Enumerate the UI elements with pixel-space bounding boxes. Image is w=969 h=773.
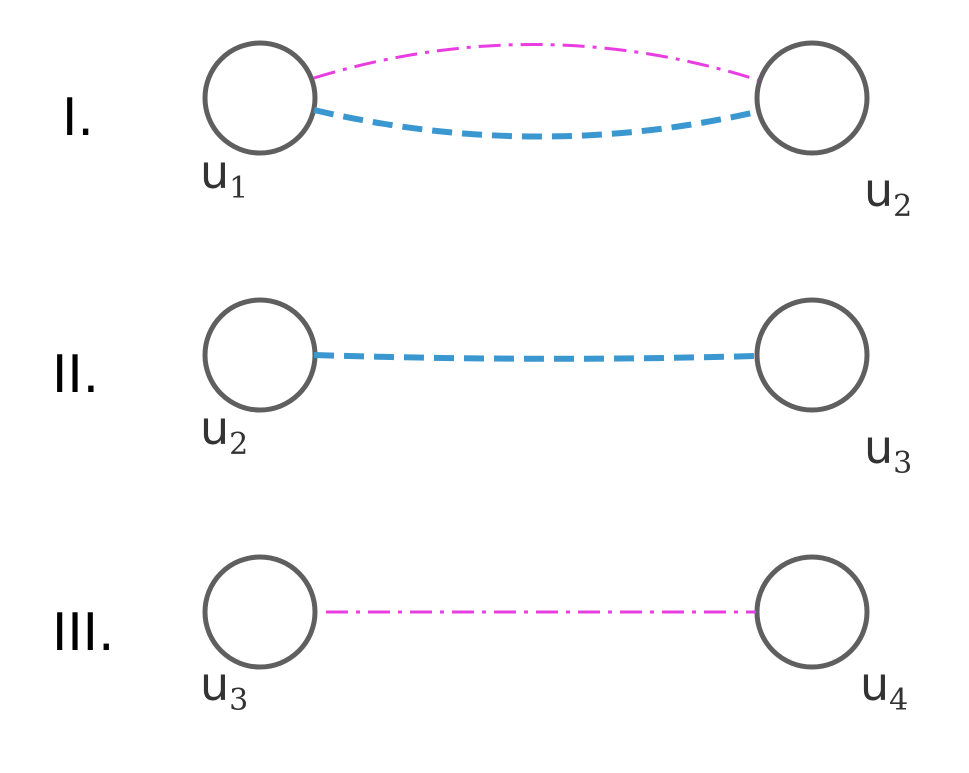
node-u4-label: u4 [860,657,908,718]
node-u2-second-label: u2 [200,401,248,462]
node-u3 [754,297,870,413]
node-u3-second [202,554,318,670]
row-1: I. u1 u2 [62,40,912,224]
row-2-label: II. [52,345,99,405]
node-u3-second-label: u3 [200,657,248,718]
node-u1-label: u1 [200,145,248,206]
edge-blue-u2-u3 [313,352,757,362]
row-3: III. u3 u4 [52,554,908,718]
node-u1 [202,40,318,156]
node-u2-second [202,297,318,413]
row-1-label: I. [62,88,94,148]
edge-magenta-u1-u2 [313,43,759,82]
node-u4 [754,554,870,670]
row-2: II. u2 u3 [52,297,912,481]
node-u2 [754,40,870,156]
node-u2-label: u2 [864,163,912,224]
edge-blue-u1-u2 [313,107,757,140]
node-u3-label: u3 [864,420,912,481]
row-3-label: III. [52,603,115,663]
